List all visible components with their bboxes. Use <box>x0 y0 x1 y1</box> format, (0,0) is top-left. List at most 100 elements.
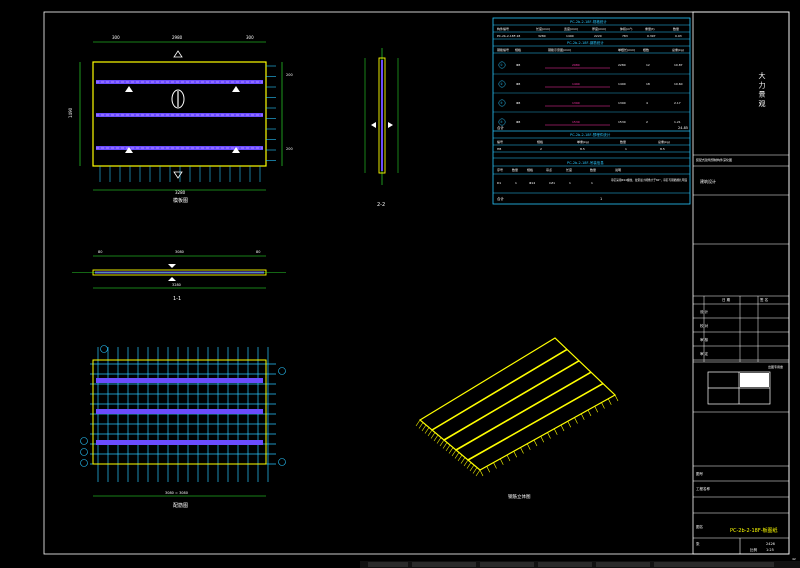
stage-label: 建筑设计 <box>700 178 716 184</box>
table-cell: 1 <box>591 181 593 185</box>
stamp-seal <box>740 373 769 387</box>
rebar-plan-view[interactable]: 3080 = 3080 配筋图 <box>80 345 286 510</box>
iso-projecting-bar <box>533 439 538 447</box>
project-note: 装配式建筑预制构件深化图 <box>696 157 732 162</box>
iso-view-label: 钢筋立体图 <box>508 493 531 500</box>
status-bar-cell[interactable] <box>368 562 408 567</box>
table-title: PC-2b-2-18F-吊装信息 <box>567 160 604 165</box>
dim-text: 1490 <box>68 107 73 118</box>
rebar-spec: Φ8 <box>516 120 520 124</box>
isometric-view[interactable]: 钢筋立体图 <box>415 337 619 500</box>
iso-projecting-bar <box>457 454 463 462</box>
dim-text: 3280 <box>175 190 186 195</box>
iso-projecting-bar <box>493 462 497 469</box>
rebar-mark-circle <box>498 61 506 69</box>
date-column-label: 日 期 <box>722 297 731 302</box>
plan-projecting-bars <box>99 65 276 182</box>
section-2-2-view[interactable]: 2-2 <box>364 48 399 208</box>
plan-view-label: 模板图 <box>173 197 188 204</box>
status-bar-cell[interactable] <box>412 562 476 567</box>
iso-projecting-bar <box>520 447 524 454</box>
schedule-tables[interactable]: PC-2b-2-18F-规格统计 构件编号长度(mm)宽度(mm)厚度(mm)体… <box>492 17 691 205</box>
rebar-sketch-length: 2980 <box>572 63 580 67</box>
table-cell: 2220 <box>594 34 602 38</box>
table-cell: CZ1 <box>549 181 555 185</box>
tables-frame <box>492 17 691 205</box>
table-cell: D1 <box>497 181 501 185</box>
iso-projecting-bar <box>574 417 578 424</box>
section-mark-icon <box>168 264 176 268</box>
table-cell: 规格 <box>527 167 533 172</box>
table-cell: PC-2b-2-18F-18 <box>497 34 520 38</box>
rebar-spec: Φ8 <box>516 101 520 105</box>
table3-header: 编号规格单重(kg)数量总重(kg) <box>497 139 670 144</box>
sheet-value: 2426 <box>766 542 775 546</box>
status-bar-cell[interactable] <box>480 562 534 567</box>
dim-text: 200 <box>286 73 293 77</box>
iso-projecting-bar <box>594 406 599 413</box>
status-bar-cell[interactable] <box>654 562 774 567</box>
page-number: 42 <box>792 557 796 561</box>
iso-projecting-bar <box>472 467 478 474</box>
table2-total-label: 合计 <box>497 125 505 130</box>
plan-strip-1 <box>96 80 263 84</box>
iso-projecting-bar <box>469 464 475 472</box>
north-arrow-icon <box>171 89 185 109</box>
title-block[interactable]: 大 力 景 观 装配式建筑预制构件深化图 建筑设计 日 期 签 名 设 计校 对… <box>693 71 796 561</box>
title-block-role: 校 对 <box>700 323 709 328</box>
table4-header: 序号数量规格吊点长度数量说明 <box>497 167 621 172</box>
dim-text: 80 <box>98 250 102 254</box>
rebar-mark-circle <box>80 459 88 467</box>
iso-projecting-bar <box>499 458 504 465</box>
plan-view[interactable]: 300 2980 300 3280 1490 200 200 模板图 <box>68 35 293 204</box>
scale-label: 比例 <box>750 547 758 552</box>
iso-projecting-bar <box>427 429 433 437</box>
section-mark-icon <box>173 50 183 58</box>
rebar-mark-circle <box>80 437 88 445</box>
sheet-label: 张 <box>696 541 700 546</box>
status-bar-cell[interactable] <box>538 562 592 567</box>
lifting-point-marker <box>232 147 240 153</box>
iso-projecting-bar <box>513 451 518 458</box>
iso-projecting-bar <box>418 422 424 429</box>
rebar-grid <box>90 347 276 482</box>
table-cell: Φ14 <box>529 181 535 185</box>
title-block-role: 审 定 <box>700 351 709 356</box>
rebar-count: 2 <box>646 120 648 124</box>
rebar-plan-strip-2 <box>96 409 263 414</box>
table-cell: 783 <box>622 34 628 38</box>
table-cell: 8.5 <box>580 147 585 151</box>
section-1-1-view[interactable]: 80 3080 80 3280 1-1 <box>72 250 286 302</box>
table-cell: 钢筋编号 <box>497 47 509 52</box>
table-cell: 宽度(mm) <box>564 26 578 31</box>
table-cell: 规格 <box>515 47 521 52</box>
rebar-mark-tags <box>80 345 286 467</box>
table4-note: 吊钉采用Φ14螺纹，拉索最小倾角大于60°，吊钉与钢筋绑扎牢固 <box>611 177 687 182</box>
section-mark-icon <box>173 171 183 179</box>
section-mark-icon <box>371 122 376 128</box>
status-bar[interactable] <box>360 561 800 568</box>
iso-projecting-bar <box>460 457 466 464</box>
rebar-mark-circle <box>278 367 286 375</box>
drawing-name-label: 图名 <box>696 524 703 529</box>
plan-strip-2 <box>96 113 263 117</box>
iso-projecting-bar <box>607 398 612 405</box>
rebar-length: 1530 <box>618 120 626 124</box>
iso-projecting-bar <box>601 402 605 409</box>
rebar-plan-strip-1 <box>96 378 263 383</box>
section-1-label: 1-1 <box>173 296 181 302</box>
iso-projecting-bar <box>445 444 451 452</box>
iso-projecting-bar <box>486 466 491 473</box>
rebar-sketch-length: 1490 <box>572 82 580 86</box>
status-bar-cell[interactable] <box>596 562 650 567</box>
table-cell: 根数 <box>643 47 649 52</box>
table-cell: 1 <box>515 181 517 185</box>
rebar-length: 2280 <box>618 63 626 67</box>
table-cell: 0.93 <box>675 34 682 38</box>
title-block-frame <box>692 11 790 555</box>
iso-projecting-bar <box>436 437 442 444</box>
table-cell: 吊点 <box>546 167 552 172</box>
rebar-spec: Φ8 <box>516 82 520 86</box>
